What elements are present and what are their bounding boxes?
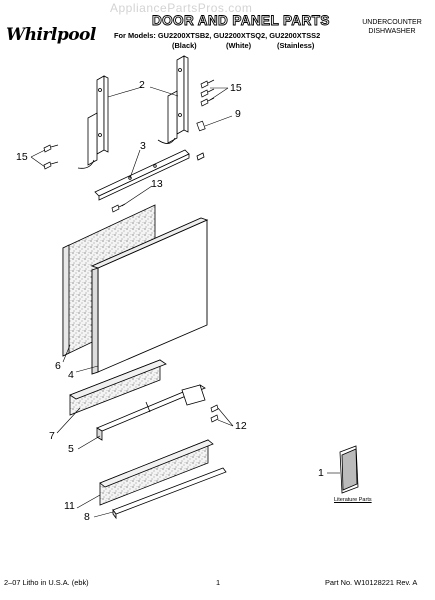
models-line: For Models: GU2200XTSB2, GU2200XTSQ2, GU… [114, 31, 321, 40]
toe-panel-insulation [99, 439, 214, 506]
whirlpool-logo: Whirlpool [6, 20, 96, 46]
page-title: DOOR AND PANEL PARTS [152, 13, 330, 29]
callout-1: 1 [318, 467, 324, 479]
callout-6: 6 [55, 360, 61, 372]
footer-page-number: 1 [216, 578, 221, 587]
variant-white: (White) [226, 41, 252, 50]
footer-litho: 2–07 Litho in U.S.A. (ebk) [4, 578, 89, 587]
leader-lines [30, 86, 340, 518]
callout-12: 12 [235, 420, 247, 432]
callout-4: 4 [68, 369, 74, 381]
footer-part-number: Part No. W10128221 Rev. A [325, 578, 418, 587]
category-line-2: DISHWASHER [368, 27, 416, 35]
product-category: UNDERCOUNTER DISHWASHER [355, 19, 429, 36]
toe-panel-screws [210, 404, 219, 423]
callout-11: 11 [64, 500, 75, 512]
left-hinge-bracket [77, 75, 109, 169]
outer-door-panel [90, 217, 209, 375]
variant-black: (Black) [172, 41, 197, 50]
callout-15-right: 15 [230, 82, 242, 94]
callout-3: 3 [140, 140, 146, 152]
right-hinge-bracket [157, 55, 189, 144]
callout-2: 2 [139, 79, 145, 91]
watermark: AppliancePartsPros.com [110, 1, 253, 15]
lower-panel-insulation [69, 359, 167, 416]
toe-panel-frame [96, 384, 206, 441]
callout-8: 8 [84, 511, 90, 523]
callout-5: 5 [68, 443, 74, 455]
callout-13: 13 [151, 178, 163, 190]
screw-set-left [43, 144, 59, 170]
brand-wordmark: Whirlpool [6, 25, 96, 45]
variant-stainless: (Stainless) [277, 41, 315, 50]
mounting-bracket-bar [94, 149, 205, 201]
page-title-text: DOOR AND PANEL PARTS [152, 13, 330, 29]
callout-15-left: 15 [16, 151, 28, 163]
screw-set-right [196, 79, 215, 132]
category-line-1: UNDERCOUNTER [362, 19, 422, 26]
callout-9: 9 [235, 108, 241, 120]
literature-booklet [339, 445, 359, 494]
toe-panel [112, 467, 227, 520]
literature-parts-label: Literature Parts [334, 497, 372, 503]
callout-7: 7 [49, 430, 55, 442]
